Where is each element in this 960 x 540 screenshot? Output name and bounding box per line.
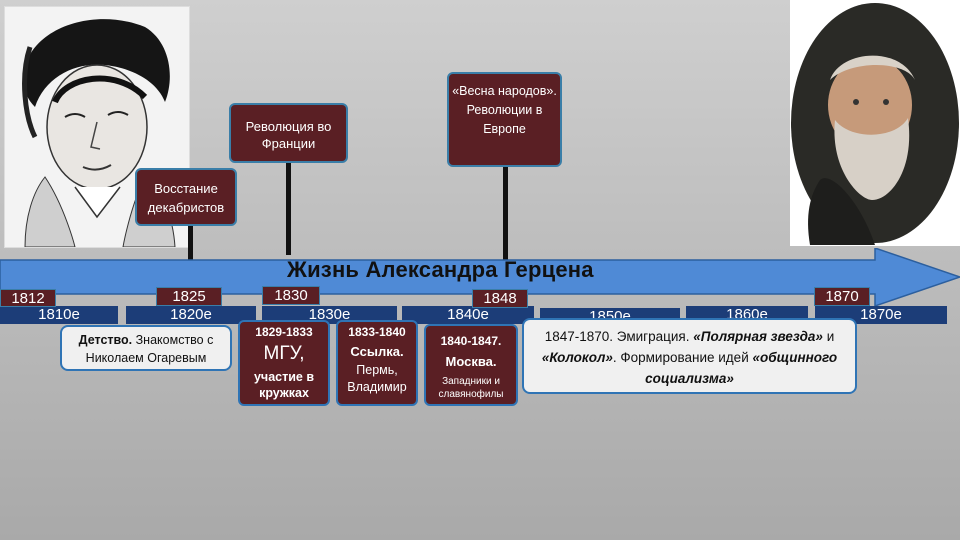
period-emigration: 1847-1870. Эмиграция. «Полярная звезда» … (522, 318, 857, 394)
portrait-old-herzen (790, 0, 960, 246)
decade-1840s: 1840е (402, 306, 534, 324)
event-revolution-france-label: Революция во Франции (246, 119, 332, 151)
period-mgu-dates: 1829-1833 (240, 325, 328, 339)
year-1825: 1825 (156, 287, 222, 306)
event-decembrists: Восстание декабристов (135, 168, 237, 226)
decade-1810s: 1810е (0, 306, 118, 324)
event-stem-1830 (286, 160, 291, 255)
period-moscow-extra: Западники и славянофилы (426, 375, 516, 401)
period-emigration-bell: «Колокол» (542, 350, 613, 365)
period-exile-dates: 1833-1840 (338, 325, 416, 339)
period-mgu-main: МГУ (264, 343, 300, 364)
year-1870: 1870 (814, 287, 870, 306)
event-spring-of-nations: «Весна народов». Революции в Европе (447, 72, 562, 167)
period-mgu: 1829-1833 МГУ, участие в кружках (238, 320, 330, 406)
event-decembrists-label: Восстание декабристов (148, 181, 224, 215)
period-emigration-polar-star: «Полярная звезда» (693, 329, 823, 344)
period-moscow: 1840-1847. Москва. Западники и славянофи… (424, 324, 518, 406)
period-exile-main: Ссылка. (338, 344, 416, 359)
period-emigration-dates: 1847-1870. Эмиграция. (545, 329, 690, 344)
portrait-old-herzen-drawing (790, 0, 960, 246)
period-moscow-main: Москва. (426, 354, 516, 369)
year-1848: 1848 (472, 289, 528, 308)
period-emigration-forming: . Формирование идей (613, 350, 753, 365)
period-mgu-comma: , (299, 343, 304, 364)
period-exile: 1833-1840 Ссылка. Пермь, Владимир (336, 320, 418, 406)
event-spring-of-nations-label: «Весна народов». Революции в Европе (452, 84, 557, 136)
period-childhood-title: Детство. (79, 333, 133, 347)
period-mgu-extra: участие в кружках (240, 369, 328, 401)
timeline-title: Жизнь Александра Герцена (287, 257, 594, 283)
year-1830: 1830 (262, 286, 320, 305)
period-exile-extra: Пермь, Владимир (338, 362, 416, 396)
period-moscow-dates: 1840-1847. (426, 334, 516, 348)
period-emigration-and: и (823, 329, 834, 344)
decade-1820s: 1820е (126, 306, 256, 324)
year-1812: 1812 (0, 289, 56, 307)
event-revolution-france: Революция во Франции (229, 103, 348, 163)
period-childhood: Детство. Знакомство с Николаем Огаревым (60, 325, 232, 371)
